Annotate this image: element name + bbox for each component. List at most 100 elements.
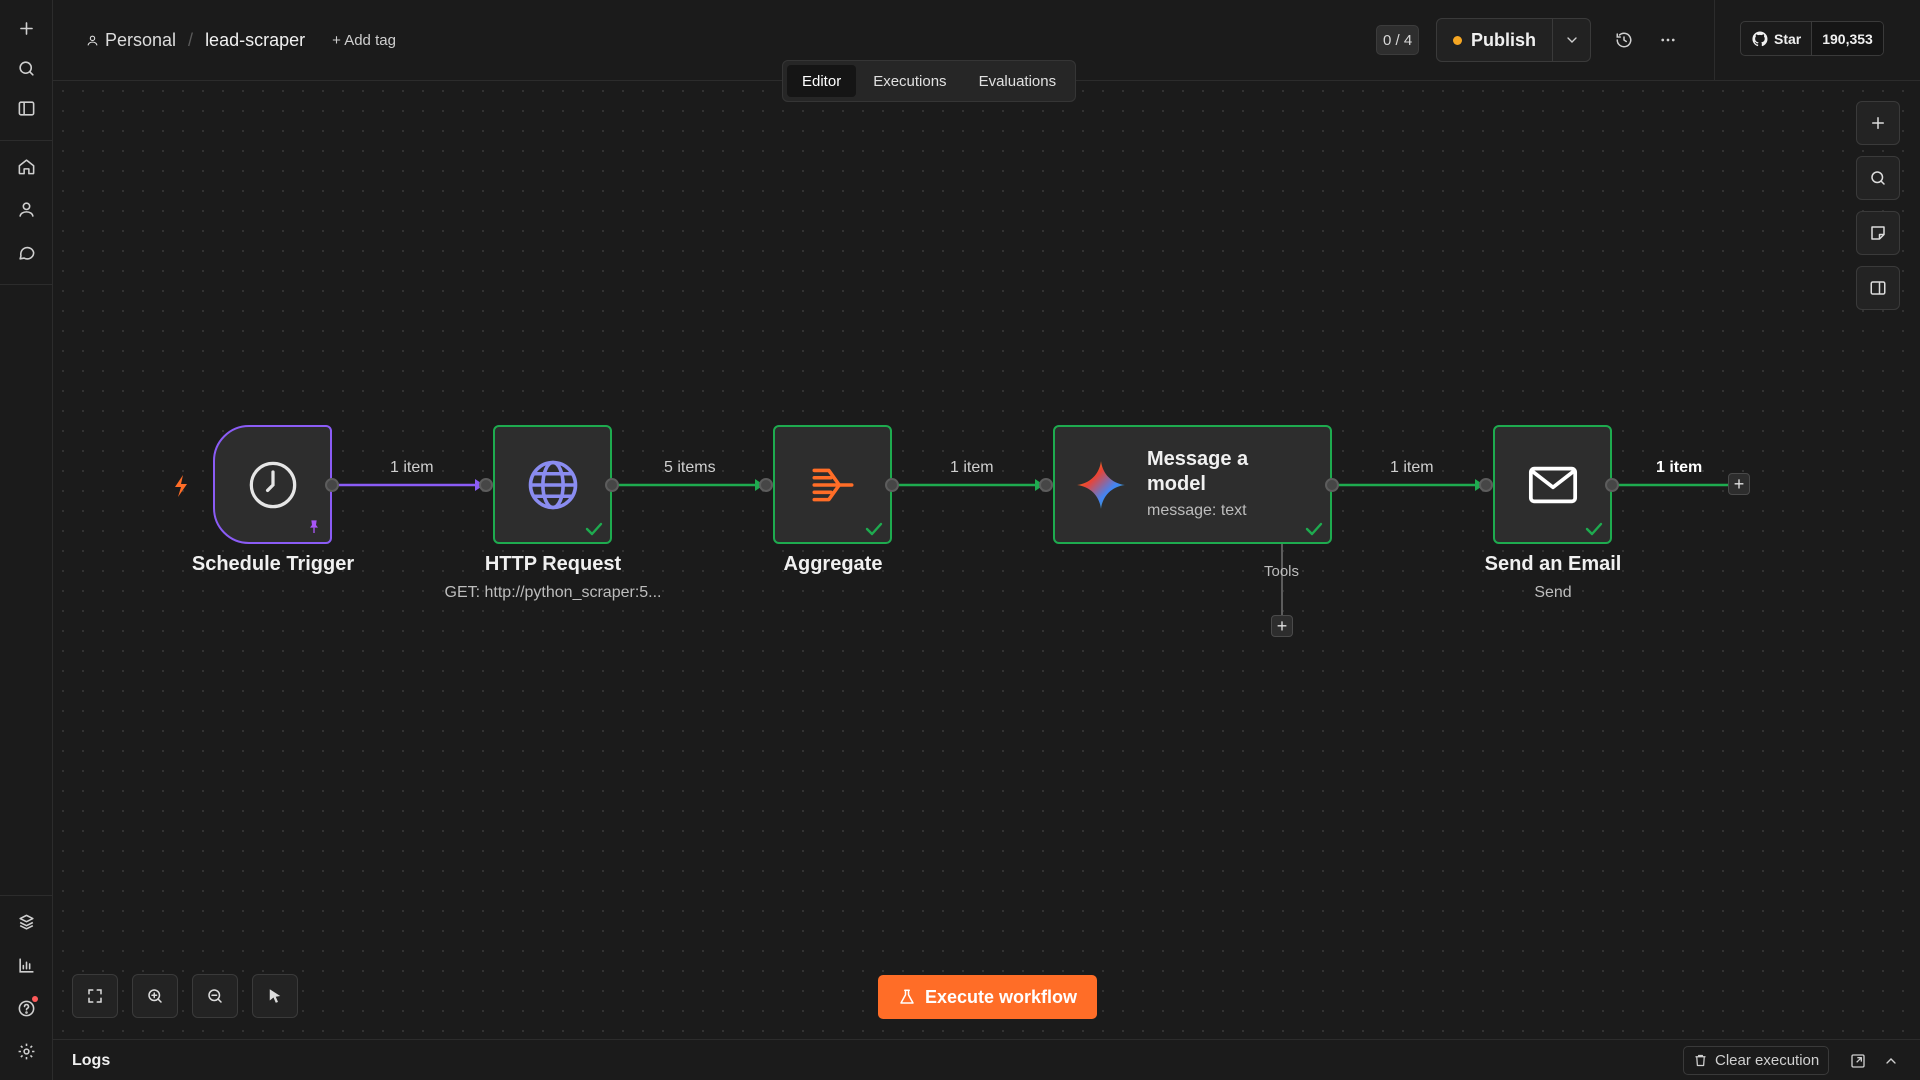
project-name: Personal	[105, 30, 177, 50]
sticky-note-button[interactable]	[1856, 211, 1900, 255]
clear-execution-label: Clear execution	[1715, 1052, 1820, 1069]
node-title: Message a model	[1147, 448, 1249, 495]
publish-button[interactable]: Publish	[1437, 19, 1554, 61]
search-nodes-button[interactable]	[1856, 156, 1900, 200]
input-handle[interactable]	[1479, 478, 1493, 492]
logs-panel[interactable]: Logs Clear execution	[53, 1039, 1920, 1080]
insights-icon[interactable]	[11, 950, 41, 980]
output-handle[interactable]	[885, 478, 899, 492]
add-node-panel-button[interactable]	[1856, 101, 1900, 145]
counter-badge[interactable]: 0 / 4	[1376, 25, 1420, 55]
home-icon[interactable]	[11, 151, 41, 181]
output-handle[interactable]	[1325, 478, 1339, 492]
success-check-icon	[865, 522, 883, 536]
publish-options-button[interactable]	[1553, 19, 1590, 61]
workflow-name[interactable]: lead-scraper	[205, 30, 306, 50]
workflow-canvas[interactable]: Schedule Trigger HTTP Request GET: http:…	[53, 81, 1920, 1039]
input-handle[interactable]	[479, 478, 493, 492]
zoom-out-icon	[208, 989, 222, 1003]
sidebar-divider	[0, 284, 52, 285]
tools-label: Tools	[1264, 563, 1300, 580]
github-star-widget: Star 190,353	[1740, 21, 1884, 56]
tab-evaluations[interactable]: Evaluations	[978, 72, 1057, 90]
publish-label: Publish	[1471, 29, 1537, 50]
trash-icon	[1695, 1054, 1706, 1067]
toggle-panel-button[interactable]	[1856, 266, 1900, 310]
plus-icon	[1872, 117, 1884, 129]
user-icon	[87, 35, 98, 46]
gemini-icon	[1077, 460, 1125, 509]
input-handle[interactable]	[1039, 478, 1053, 492]
chevron-down-icon	[1566, 37, 1577, 43]
help-icon[interactable]	[11, 993, 41, 1023]
success-check-icon	[585, 522, 603, 536]
input-handle[interactable]	[759, 478, 773, 492]
globe-icon	[528, 460, 577, 509]
node-title: Send an Email	[1484, 553, 1622, 575]
sticky-note-icon	[1871, 226, 1885, 240]
logs-title: Logs	[72, 1052, 111, 1069]
fullscreen-icon	[88, 989, 102, 1003]
trigger-bolt-icon	[175, 475, 187, 497]
edge-label: 5 items	[664, 459, 716, 476]
publish-split-button: Publish	[1436, 18, 1591, 62]
notification-dot	[32, 996, 38, 1002]
node-title: Aggregate	[783, 553, 883, 575]
user-icon[interactable]	[11, 194, 41, 224]
github-star-count[interactable]: 190,353	[1812, 22, 1883, 55]
sidebar-divider	[0, 895, 52, 896]
pop-out-logs-button[interactable]	[1843, 1046, 1873, 1076]
chevron-up-icon	[1886, 1058, 1896, 1064]
send-email-node[interactable]	[1493, 425, 1612, 544]
zoom-in-icon	[148, 989, 162, 1003]
edge-label: 1 item	[390, 459, 434, 476]
more-options-button[interactable]	[1653, 25, 1683, 55]
zoom-in-button[interactable]	[132, 974, 178, 1018]
output-handle[interactable]	[605, 478, 619, 492]
add-node-button[interactable]: +	[1728, 473, 1750, 495]
wand-icon	[269, 989, 281, 1003]
flask-icon	[900, 989, 914, 1004]
edge-label: 1 item	[1390, 459, 1434, 476]
clock-icon	[249, 461, 296, 508]
node-subtitle: Send	[1534, 584, 1572, 601]
github-star-button[interactable]: Star	[1741, 22, 1813, 55]
project-link[interactable]: Personal	[86, 30, 176, 51]
success-check-icon	[1585, 522, 1603, 536]
zoom-out-button[interactable]	[192, 974, 238, 1018]
aggregate-icon	[811, 468, 854, 501]
output-handle[interactable]	[1605, 478, 1619, 492]
http-request-node[interactable]	[493, 425, 612, 544]
node-title: Schedule Trigger	[191, 553, 355, 575]
sidebar-divider	[0, 140, 52, 141]
tidy-up-button[interactable]	[252, 974, 298, 1018]
github-star-label: Star	[1774, 30, 1802, 47]
fit-view-button[interactable]	[72, 974, 118, 1018]
tab-executions[interactable]: Executions	[873, 72, 947, 90]
search-icon[interactable]	[11, 53, 41, 83]
settings-icon[interactable]	[11, 1036, 41, 1066]
external-link-icon	[1851, 1054, 1865, 1068]
search-icon	[1871, 171, 1885, 185]
templates-icon[interactable]	[11, 907, 41, 937]
history-button[interactable]	[1609, 25, 1639, 55]
tab-editor[interactable]: Editor	[787, 65, 857, 97]
panel-right-icon	[1870, 281, 1886, 295]
aggregate-node[interactable]	[773, 425, 892, 544]
node-subtitle: GET: http://python_scraper:5...	[444, 584, 662, 601]
edge-label: 1 item	[1656, 459, 1703, 476]
execute-workflow-button[interactable]: Execute workflow	[878, 975, 1097, 1019]
output-handle[interactable]	[325, 478, 339, 492]
add-tool-button[interactable]: +	[1271, 615, 1293, 637]
execute-label: Execute workflow	[924, 986, 1078, 1007]
panel-left-icon[interactable]	[11, 93, 41, 123]
add-tag-button[interactable]: + Add tag	[332, 32, 396, 49]
chat-icon[interactable]	[11, 237, 41, 267]
node-title: HTTP Request	[484, 553, 622, 575]
plus-icon[interactable]	[11, 13, 41, 43]
envelope-icon	[1528, 466, 1577, 503]
history-icon	[1616, 32, 1632, 48]
expand-logs-button[interactable]	[1876, 1046, 1906, 1076]
clear-execution-button[interactable]: Clear execution	[1683, 1046, 1830, 1075]
schedule-trigger-node[interactable]	[213, 425, 332, 544]
